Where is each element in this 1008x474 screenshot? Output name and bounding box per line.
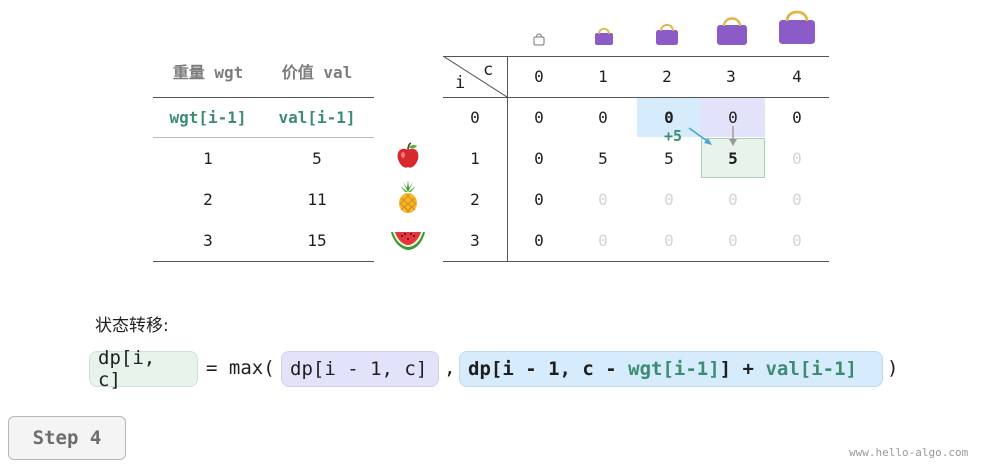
divider — [153, 137, 374, 138]
formula-close: ) — [887, 357, 899, 379]
formula-val: val[i-1] — [765, 358, 857, 380]
divider — [507, 56, 508, 261]
divider — [153, 97, 374, 98]
dp-cell: 0 — [792, 148, 802, 168]
dp-cell: 0 — [598, 230, 608, 250]
bag-icon-4 — [779, 10, 815, 44]
dp-cell: 0 — [728, 230, 738, 250]
dp-cell: 0 — [792, 107, 802, 127]
dp-cell-target: 5 — [728, 148, 738, 168]
value-cell: 5 — [312, 148, 322, 168]
bag-icon-3 — [717, 17, 747, 45]
divider — [443, 56, 829, 57]
dp-cell: 0 — [792, 189, 802, 209]
row-header: 2 — [470, 189, 480, 209]
watermelon-icon — [391, 232, 425, 250]
formula-max: = max( — [206, 357, 275, 379]
formula-opt2-part: dp[i - 1, c - — [468, 358, 629, 380]
dp-cell: 0 — [728, 189, 738, 209]
pineapple-icon — [399, 180, 417, 213]
formula-wgt: wgt[i-1] — [628, 358, 720, 380]
value-cell: 15 — [307, 230, 327, 250]
weight-subheader: wgt[i-1] — [169, 107, 247, 127]
value-cell: 11 — [307, 189, 327, 209]
formula-lhs: dp[i, c] — [89, 347, 198, 391]
weight-cell: 2 — [203, 189, 213, 209]
row-header: 0 — [470, 107, 480, 127]
formula-option-1: dp[i - 1, c] — [281, 351, 439, 387]
dp-cell: 0 — [792, 230, 802, 250]
dp-cell: 0 — [534, 189, 544, 209]
col-header: 4 — [792, 66, 802, 86]
weight-cell: 3 — [203, 230, 213, 250]
step-button[interactable]: Step 4 — [8, 416, 126, 460]
dp-cell: 0 — [664, 189, 674, 209]
weight-cell: 1 — [203, 148, 213, 168]
dp-cell: 5 — [598, 148, 608, 168]
col-header: 1 — [598, 66, 608, 86]
transition-label: 状态转移: — [95, 316, 169, 336]
apple-icon — [397, 142, 419, 168]
dp-cell: 0 — [664, 230, 674, 250]
bag-icon-2 — [656, 24, 678, 45]
corner-diagonal — [443, 56, 507, 97]
transition-arrows — [688, 126, 737, 146]
dp-cell: 0 — [664, 107, 674, 127]
divider — [153, 261, 374, 262]
divider — [443, 261, 829, 262]
dp-cell: 0 — [534, 148, 544, 168]
dp-cell: 0 — [598, 107, 608, 127]
dp-cell: 5 — [664, 148, 674, 168]
dp-cell: 0 — [728, 107, 738, 127]
weight-header: 重量 wgt — [172, 63, 244, 82]
source-cell-highlight — [637, 97, 701, 137]
dp-cell: 0 — [534, 230, 544, 250]
col-header: 0 — [534, 66, 544, 86]
bag-icon-0 — [533, 33, 545, 46]
formula-option-2: dp[i - 1, c - wgt[i-1]] + val[i-1] — [459, 351, 883, 387]
value-header: 价值 val — [281, 63, 353, 82]
row-header: 3 — [470, 230, 480, 250]
row-header: 1 — [470, 148, 480, 168]
divider — [443, 97, 829, 98]
formula-comma: , — [444, 357, 456, 379]
corner-c-label: c — [483, 60, 494, 80]
corner-i-label: i — [455, 73, 466, 93]
formula-opt2-part: ] + — [719, 358, 766, 380]
plus-value-label: +5 — [664, 127, 683, 145]
watermark: www.hello-algo.com — [849, 446, 969, 459]
value-subheader: val[i-1] — [278, 107, 356, 127]
dp-cell: 0 — [534, 107, 544, 127]
dp-cell: 0 — [598, 189, 608, 209]
col-header: 2 — [662, 66, 672, 86]
bag-icon-1 — [595, 27, 613, 45]
col-header: 3 — [726, 66, 736, 86]
